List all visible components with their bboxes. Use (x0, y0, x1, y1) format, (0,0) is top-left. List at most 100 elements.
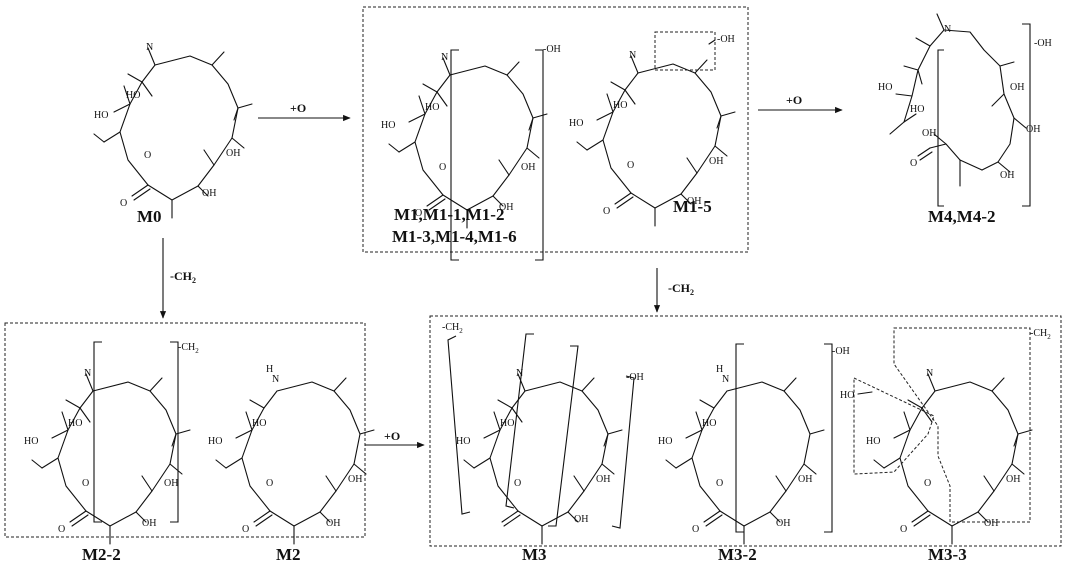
structure-m2: H N HO HO O O OH OH (208, 364, 375, 545)
atom-o: O (924, 478, 931, 489)
structure-m0: N HO HO O O OH OH (93, 42, 253, 219)
group-box-m1 (362, 6, 749, 253)
label-m3: M3 (522, 545, 547, 564)
label-m2: M2 (276, 545, 301, 564)
group-box-m3 (429, 315, 1062, 547)
atom-oh: OH (798, 474, 812, 485)
atom-oh: OH (521, 162, 535, 173)
atom-oh: OH (348, 474, 362, 485)
atom-ho: HO (613, 100, 627, 111)
atom-ho: HO (126, 90, 140, 101)
atom-o: O (603, 206, 610, 217)
atom-o: O (120, 198, 127, 209)
atom-o: O (144, 150, 151, 161)
atom-ho: HO (658, 436, 672, 447)
atom-ho: HO (569, 118, 583, 129)
atom-n: N (146, 42, 153, 53)
atom-o: O (514, 478, 521, 489)
atom-n: N (272, 374, 279, 385)
atom-n: N (722, 374, 729, 385)
arrow-label-demethylation-2: -CH2 (668, 281, 694, 297)
atom-ho: HO (456, 436, 470, 447)
atom-n: N (441, 52, 448, 63)
atom-oh: OH (326, 518, 340, 529)
atom-o: O (82, 478, 89, 489)
atom-o: O (242, 524, 249, 535)
atom-h: H (716, 364, 723, 375)
substituent-oh: -OH (626, 372, 644, 383)
atom-o: O (627, 160, 634, 171)
arrow-label-oxidation-2: +O (786, 93, 802, 107)
atom-o: O (900, 524, 907, 535)
atom-oh: OH (596, 474, 610, 485)
atom-oh: OH (1010, 82, 1024, 93)
atom-ho: HO (500, 418, 514, 429)
label-m4: M4,M4-2 (928, 207, 996, 226)
atom-oh: OH (164, 478, 178, 489)
atom-ho: HO (381, 120, 395, 131)
atom-ho: HO (252, 418, 266, 429)
atom-oh: OH (984, 518, 998, 529)
label-m1-group-line2: M1-3,M1-4,M1-6 (392, 227, 517, 246)
arrow-label-demethylation-1: -CH2 (170, 269, 196, 285)
label-m1-5: M1-5 (673, 197, 712, 216)
substituent-ch2: -CH2 (178, 342, 199, 355)
substituent-oh: -OH (1034, 38, 1052, 49)
atom-oh: OH (226, 148, 240, 159)
atom-oh: OH (922, 128, 936, 139)
atom-ho: HO (878, 82, 892, 93)
atom-oh: OH (687, 196, 701, 207)
atom-oh: OH (142, 518, 156, 529)
atom-ho: HO (68, 418, 82, 429)
atom-ho: HO (94, 110, 108, 121)
substituent-ch2: -CH2 (1030, 328, 1051, 341)
atom-o: O (58, 524, 65, 535)
atom-o: O (439, 162, 446, 173)
atom-o: O (692, 524, 699, 535)
structure-m1: N HO HO O O OH OH -OH (381, 44, 561, 261)
atom-oh: OH (776, 518, 790, 529)
atom-ho: HO (425, 102, 439, 113)
substituent-ch2: -CH2 (442, 322, 463, 335)
label-m3-2: M3-2 (718, 545, 757, 564)
atom-oh: OH (202, 188, 216, 199)
atom-ho: HO (910, 104, 924, 115)
atom-n: N (944, 24, 951, 35)
structure-m4: N HO HO OH OH OH OH O -OH (878, 13, 1052, 207)
atom-oh: OH (499, 202, 513, 213)
group-box-m2 (4, 322, 366, 538)
atom-o: O (910, 158, 917, 169)
atom-h: H (266, 364, 273, 375)
atom-o: O (266, 478, 273, 489)
atom-ho: HO (24, 436, 38, 447)
atom-n: N (926, 368, 933, 379)
arrow-label-oxidation-3: +O (384, 429, 400, 443)
atom-o: O (716, 478, 723, 489)
label-m2-2: M2-2 (82, 545, 121, 564)
structure-m3-3: N HO HO O O OH OH -CH2 (840, 327, 1051, 545)
atom-n: N (629, 50, 636, 61)
atom-oh: OH (574, 514, 588, 525)
substituent-oh: -OH (717, 34, 735, 45)
structure-m1-5: N HO HO O O OH OH -OH (569, 31, 736, 227)
label-m1-group-line1: M1,M1-1,M1-2 (394, 205, 504, 224)
atom-ho: HO (866, 436, 880, 447)
arrow-label-oxidation-1: +O (290, 101, 306, 115)
atom-n: N (84, 368, 91, 379)
atom-n: N (516, 368, 523, 379)
atom-ho: HO (840, 390, 854, 401)
substituent-oh: -OH (832, 346, 850, 357)
atom-oh: OH (1000, 170, 1014, 181)
atom-ho: HO (208, 436, 222, 447)
structure-m3: N HO HO O OH OH -CH2 -OH (442, 322, 644, 545)
structure-m3-2: H N HO HO O O OH OH -OH (658, 343, 850, 545)
label-m0: M0 (137, 207, 162, 226)
atom-oh: OH (1006, 474, 1020, 485)
structure-m2-2: N HO HO O O OH OH -CH2 (24, 341, 199, 545)
label-m3-3: M3-3 (928, 545, 967, 564)
atom-oh: OH (1026, 124, 1040, 135)
atom-oh: OH (709, 156, 723, 167)
atom-ho: HO (702, 418, 716, 429)
atom-o: O (415, 208, 422, 219)
